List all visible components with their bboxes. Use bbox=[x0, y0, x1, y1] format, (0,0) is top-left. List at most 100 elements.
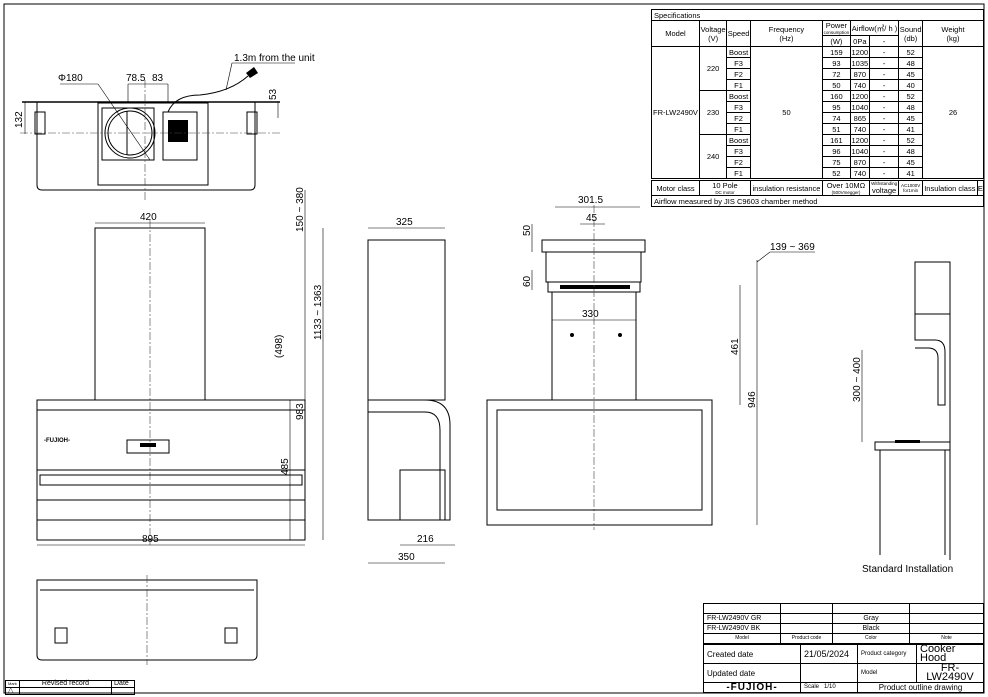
airflow-cell: 740 bbox=[849, 123, 870, 135]
power-cell: 160 bbox=[822, 90, 851, 102]
dim-offset-a: 78.5 bbox=[126, 73, 146, 84]
speed-cell: F2 bbox=[726, 156, 751, 168]
airflow-extra-cell: - bbox=[868, 167, 900, 180]
dim-60: 60 bbox=[522, 275, 533, 287]
dim-216: 216 bbox=[417, 534, 434, 545]
airflow-cell: 870 bbox=[849, 68, 870, 80]
dim-chimney-height: (498) bbox=[274, 335, 285, 358]
airflow-extra-cell: - bbox=[868, 156, 900, 168]
sound-cell: 48 bbox=[898, 101, 923, 113]
voltage-cell: 220 bbox=[698, 46, 728, 91]
voltage-cell: 230 bbox=[698, 90, 728, 135]
sound-cell: 52 bbox=[898, 46, 923, 58]
standard-installation-view: 300 ~ 400 Standard Installation bbox=[852, 261, 953, 575]
header-power-unit: (W) bbox=[822, 35, 851, 47]
weight-cell: 26 bbox=[922, 46, 984, 180]
airflow-extra-cell: - bbox=[868, 57, 900, 69]
dim-total-height: 1133 ~ 1363 bbox=[313, 284, 324, 340]
power-cell: 161 bbox=[822, 134, 851, 146]
dim-top-adjust: 150 ~ 380 bbox=[295, 187, 306, 232]
rev-symbol: △ bbox=[5, 687, 20, 695]
power-cord bbox=[167, 75, 249, 113]
installation-label: Standard Installation bbox=[862, 564, 953, 575]
sound-cell: 41 bbox=[898, 123, 923, 135]
insulation-resistance-label: insulation resistance bbox=[749, 179, 824, 196]
motor-class-label: Motor class bbox=[651, 179, 700, 196]
rev-date-label: Date bbox=[111, 680, 135, 688]
col-note: Note bbox=[909, 633, 984, 644]
speed-cell: F2 bbox=[726, 68, 751, 80]
header-airflow: Airflow(㎥/ h ) bbox=[849, 20, 900, 36]
speed-cell: F3 bbox=[726, 101, 751, 113]
header-airflow-b: - bbox=[868, 35, 900, 47]
header-frequency: Frequency(Hz) bbox=[749, 20, 824, 47]
rear-view: 301.5 45 50 60 330 461 946 139 ~ 369 bbox=[486, 195, 815, 530]
header-model: Model bbox=[651, 20, 700, 47]
speed-cell: Boost bbox=[726, 134, 751, 146]
airflow-cell: 1200 bbox=[849, 46, 870, 58]
power-cell: 52 bbox=[822, 167, 851, 180]
sound-cell: 48 bbox=[898, 57, 923, 69]
power-cell: 93 bbox=[822, 57, 851, 69]
category-value: Cooker Hood bbox=[916, 644, 984, 664]
airflow-cell: 1040 bbox=[849, 101, 870, 113]
category-label: Product category bbox=[857, 644, 917, 664]
drawing-type: Product outline drawing bbox=[857, 682, 984, 693]
airflow-extra-cell: - bbox=[868, 68, 900, 80]
variant-model: FR-LW2490V BK bbox=[703, 623, 781, 634]
col-model: Model bbox=[703, 633, 781, 644]
variant-model: FR-LW2490V GR bbox=[703, 613, 781, 624]
speed-cell: F1 bbox=[726, 79, 751, 91]
dim-301-5: 301.5 bbox=[578, 195, 603, 206]
dim-50: 50 bbox=[522, 224, 533, 236]
power-cell: 74 bbox=[822, 112, 851, 124]
power-cell: 159 bbox=[822, 46, 851, 58]
speed-cell: F1 bbox=[726, 167, 751, 180]
model-cell: FR-LW2490V bbox=[651, 46, 700, 180]
title-block: FR-LW2490V GR Gray FR-LW2490V BK Black Mod… bbox=[703, 603, 984, 644]
airflow-cell: 1200 bbox=[849, 90, 870, 102]
power-cell: 51 bbox=[822, 123, 851, 135]
dim-chimney-width: 420 bbox=[140, 212, 157, 223]
speed-cell: Boost bbox=[726, 46, 751, 58]
power-cell: 72 bbox=[822, 68, 851, 80]
dim-461: 461 bbox=[730, 338, 741, 355]
variant-color: Gray bbox=[832, 613, 910, 624]
variant-color: Black bbox=[832, 623, 910, 634]
speed-cell: F3 bbox=[726, 145, 751, 157]
title-block-container: FR-LW2490V GR Gray FR-LW2490V BK Black Mod… bbox=[703, 603, 984, 693]
side-view: 325 216 350 bbox=[367, 217, 455, 564]
airflow-extra-cell: - bbox=[868, 134, 900, 146]
front-view: -FUJIOH- 420 150 ~ 380 (498) 983 1133 ~ … bbox=[36, 187, 324, 546]
frequency-cell: 50 bbox=[749, 46, 824, 180]
dim-300-400: 300 ~ 400 bbox=[852, 357, 863, 402]
scale-label: Scale bbox=[804, 684, 820, 690]
sound-cell: 52 bbox=[898, 90, 923, 102]
front-logo: -FUJIOH- bbox=[44, 438, 70, 444]
control-panel bbox=[126, 439, 170, 454]
airflow-extra-cell: - bbox=[868, 90, 900, 102]
sound-cell: 45 bbox=[898, 68, 923, 80]
brand-logo: -FUJIOH- bbox=[703, 682, 801, 693]
dim-45: 45 bbox=[586, 213, 598, 224]
created-label: Created date bbox=[703, 644, 801, 664]
rev-record-label: Revised record bbox=[18, 680, 113, 688]
insulation-resistance-value: Over 10MΩ(500Vmegger) bbox=[822, 179, 870, 196]
airflow-extra-cell: - bbox=[868, 79, 900, 91]
dim-350: 350 bbox=[398, 552, 415, 563]
airflow-extra-cell: - bbox=[868, 101, 900, 113]
dim-946: 946 bbox=[747, 391, 758, 408]
dim-duct-diameter: Φ180 bbox=[58, 73, 83, 84]
airflow-extra-cell: - bbox=[868, 46, 900, 58]
dim-width-895: 895 bbox=[142, 534, 159, 545]
